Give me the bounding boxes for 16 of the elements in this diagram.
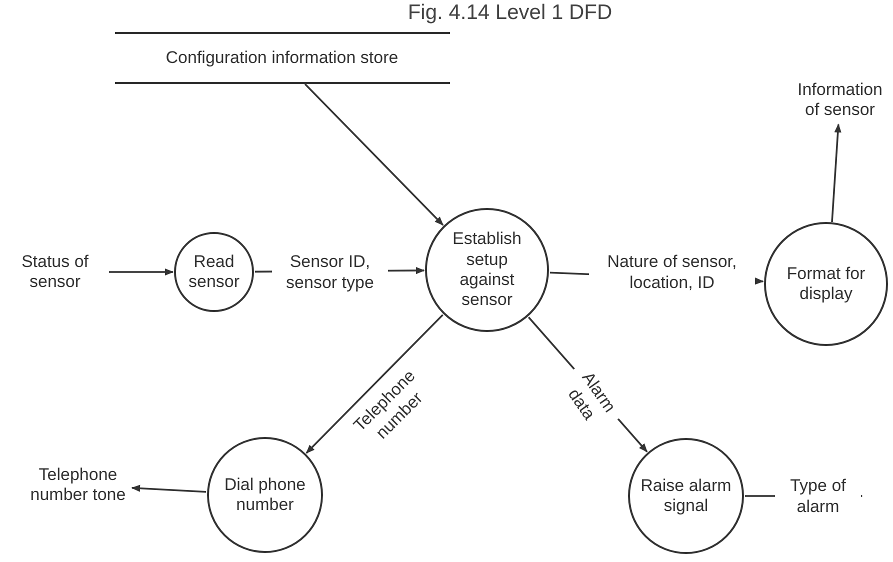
arrow: [306, 314, 444, 454]
arrow: [831, 124, 842, 222]
process-label: Format for display: [786, 264, 866, 304]
arrow: [131, 484, 206, 493]
external-entity-label: Telephone number tone: [29, 464, 127, 506]
arrow: [109, 268, 174, 276]
arrow: [304, 83, 444, 226]
figure-title: Fig. 4.14 Level 1 DFD: [406, 1, 614, 25]
store-label: Configuration information store: [166, 48, 398, 68]
external-entity-label: Information of sensor: [796, 80, 884, 120]
external-entity-label: Status of sensor: [20, 252, 90, 292]
process-label: Establish setup against sensor: [452, 229, 522, 311]
process-label: Dial phone number: [223, 474, 307, 516]
data-store: [114, 32, 450, 84]
process-label: Raise alarm signal: [640, 476, 732, 516]
process-label: Read sensor: [187, 252, 241, 292]
